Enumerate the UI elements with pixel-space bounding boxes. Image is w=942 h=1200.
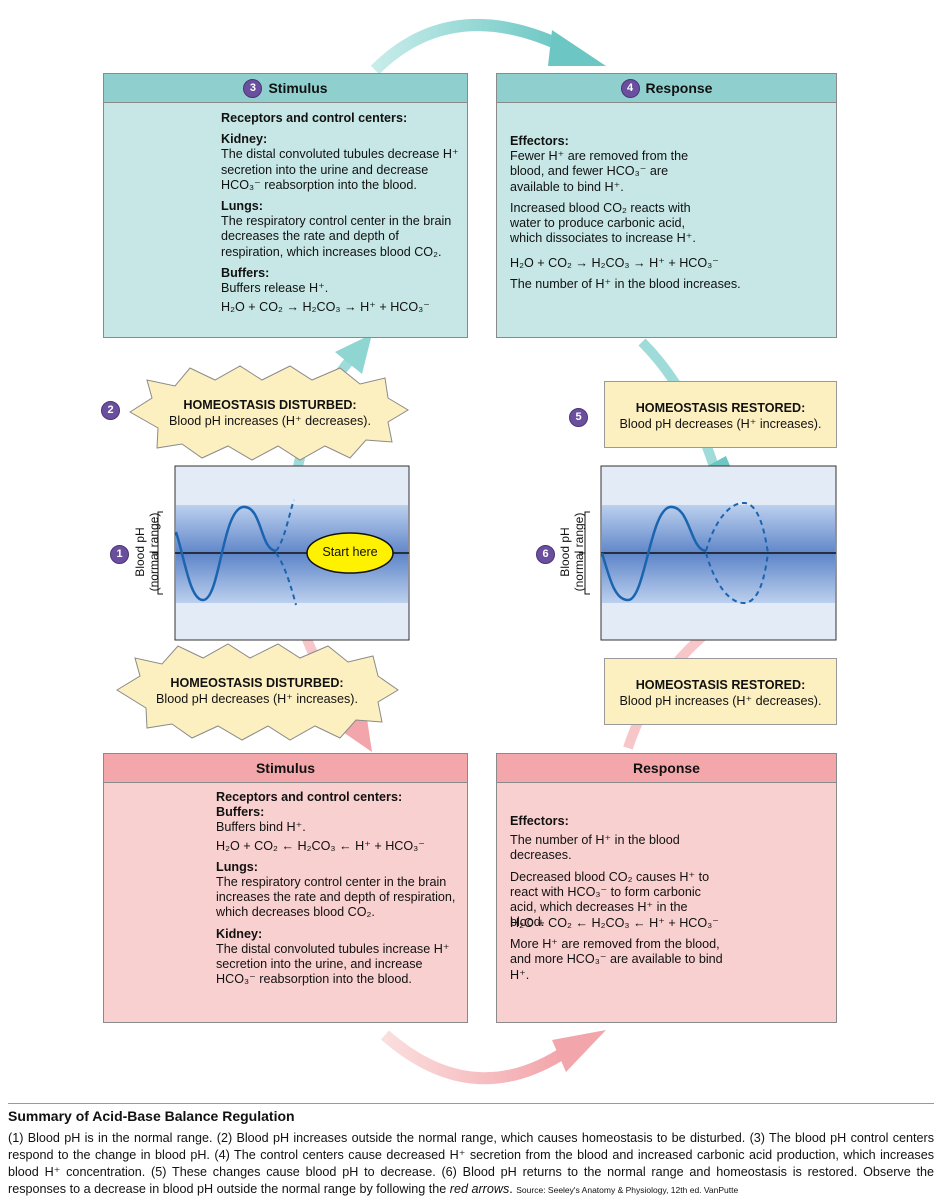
arrow-stimulus-to-response-bottom [381,1030,606,1085]
disturbed-high-text: Blood pH increases (H⁺ decreases). [169,414,371,428]
stimulus-box-low: Stimulus Receptors and control centers: … [103,753,468,1023]
start-here-label[interactable]: Start here [322,545,378,559]
burst-disturbed-low [116,643,399,741]
summary-body-text: (1) Blood pH is in the normal range. (2)… [8,1131,934,1196]
stimulus-title-high: Stimulus [268,80,328,96]
summary-section: Summary of Acid-Base Balance Regulation … [8,1103,934,1199]
lungs-text-low: The respiratory control center in the br… [216,875,456,920]
response-body-low: Effectors: The number of H⁺ in the blood… [510,814,720,936]
buffers-label-low: Buffers: [216,805,265,820]
effectors-heading-low: Effectors: [510,814,569,828]
stimulus-title-low: Stimulus [255,760,316,776]
response-equation: H₂O + CO₂ → H₂CO₃ → H⁺ + HCO₃⁻ [510,256,719,270]
summary-red-arrows: red arrows [449,1182,510,1196]
response-low-text-1: The number of H⁺ in the blood decreases. [510,833,680,863]
response-low-text-2: Decreased blood CO₂ causes H⁺ to react w… [510,869,710,930]
restored-low-title: HOMEOSTASIS RESTORED: [635,678,806,692]
graph-left-ylabel-2: (normal range) [147,512,161,592]
response-low-equation: H₂O + CO₂ ← H₂CO₃ ← H⁺ + HCO₃⁻ [510,916,719,930]
homeostasis-restored-high: HOMEOSTASIS RESTORED: Blood pH decreases… [604,381,837,448]
stimulus-header-low: Stimulus [104,754,467,783]
graph-left-ylabel-1: Blood pH [133,527,147,577]
response-body-high: Effectors: Fewer H⁺ are removed from the… [510,134,720,252]
receptors-heading: Receptors and control centers: [221,111,408,125]
response-header-low: Response [497,754,836,783]
kidney-label: Kidney: [221,132,268,147]
step-number-2: 2 [101,400,120,420]
summary-body: (1) Blood pH is in the normal range. (2)… [8,1131,934,1196]
homeostasis-disturbed-high: HOMEOSTASIS DISTURBED: Blood pH increase… [150,397,390,429]
effectors-heading: Effectors: [510,134,569,148]
step-number-5: 5 [569,407,588,427]
arrow-stimulus-to-response-top [370,19,606,75]
step-number-6: 6 [536,544,555,564]
response-text-3: The number of H⁺ in the blood increases. [510,277,741,292]
graph-right-ylabel: Blood pH (normal range) [558,502,586,602]
step-number-3: 3 [243,78,263,98]
restored-high-title: HOMEOSTASIS RESTORED: [635,401,806,415]
kidney-text-low: The distal convoluted tubules increase H… [216,941,450,987]
step-number-1: 1 [110,544,129,564]
lungs-label-low: Lungs: [216,859,258,874]
response-body-low-2: H₂O + CO₂ ← H₂CO₃ ← H⁺ + HCO₃⁻ More H⁺ a… [510,916,740,989]
response-title-high: Response [645,80,713,96]
stimulus-header-high: 3 Stimulus [104,74,467,103]
buffers-text: Buffers release H⁺. [221,281,329,296]
burst-disturbed-high [129,365,409,461]
stimulus-body-high: Receptors and control centers: Kidney: T… [221,111,461,315]
buffers-label: Buffers: [221,265,270,280]
summary-source: Source: Seeley's Anatomy & Physiology, 1… [516,1185,739,1195]
graph-right-ylabel-1: Blood pH [558,527,572,577]
kidney-label-low: Kidney: [216,926,263,941]
graph-left [152,465,410,641]
homeostasis-disturbed-low: HOMEOSTASIS DISTURBED: Blood pH decrease… [137,675,377,707]
step-5-marker: 5 [569,407,588,427]
response-text-1: Fewer H⁺ are removed from the blood, and… [510,149,689,194]
disturbed-high-title: HOMEOSTASIS DISTURBED: [183,398,357,412]
kidney-text: The distal convoluted tubules decrease H… [221,147,459,192]
response-box-low: Response Effectors: The number of H⁺ in … [496,753,837,1023]
response-title-low: Response [633,760,700,776]
stimulus-body-low: Receptors and control centers: Buffers: … [216,790,461,993]
homeostasis-restored-low: HOMEOSTASIS RESTORED: Blood pH increases… [604,658,837,725]
step-6-marker: 6 [536,544,555,564]
receptors-heading-low: Receptors and control centers: [216,790,403,804]
response-header-high: 4 Response [497,74,836,103]
lungs-label: Lungs: [221,199,263,214]
buffers-equation: H₂O + CO₂ → H₂CO₃ → H⁺ + HCO₃⁻ [221,300,430,315]
buffers-text-low: Buffers bind H⁺. [216,820,306,835]
graph-right [579,465,837,641]
summary-title: Summary of Acid-Base Balance Regulation [8,1108,295,1124]
graph-right-ylabel-2: (normal range) [572,512,586,592]
restored-high-text: Blood pH decreases (H⁺ increases). [619,417,822,431]
response-body-high-2: H₂O + CO₂ → H₂CO₃ → H⁺ + HCO₃⁻ The numbe… [510,256,830,298]
response-box-high: 4 Response Effectors: Fewer H⁺ are remov… [496,73,837,338]
lungs-text: The respiratory control center in the br… [221,214,452,259]
restored-low-text: Blood pH increases (H⁺ decreases). [619,694,822,708]
disturbed-low-title: HOMEOSTASIS DISTURBED: [170,676,344,690]
response-text-2: Increased blood CO₂ reacts with water to… [510,200,696,246]
step-number-4: 4 [620,78,640,98]
disturbed-low-text: Blood pH decreases (H⁺ increases). [156,692,358,706]
buffers-equation-low: H₂O + CO₂ ← H₂CO₃ ← H⁺ + HCO₃⁻ [216,838,425,853]
response-low-text-3: More H⁺ are removed from the blood, and … [510,937,723,982]
step-1-marker: 1 [110,544,129,564]
graph-left-ylabel: Blood pH (normal range) [133,502,161,602]
step-2-marker: 2 [101,400,120,420]
stimulus-box-high: 3 Stimulus Receptors and control centers… [103,73,468,338]
